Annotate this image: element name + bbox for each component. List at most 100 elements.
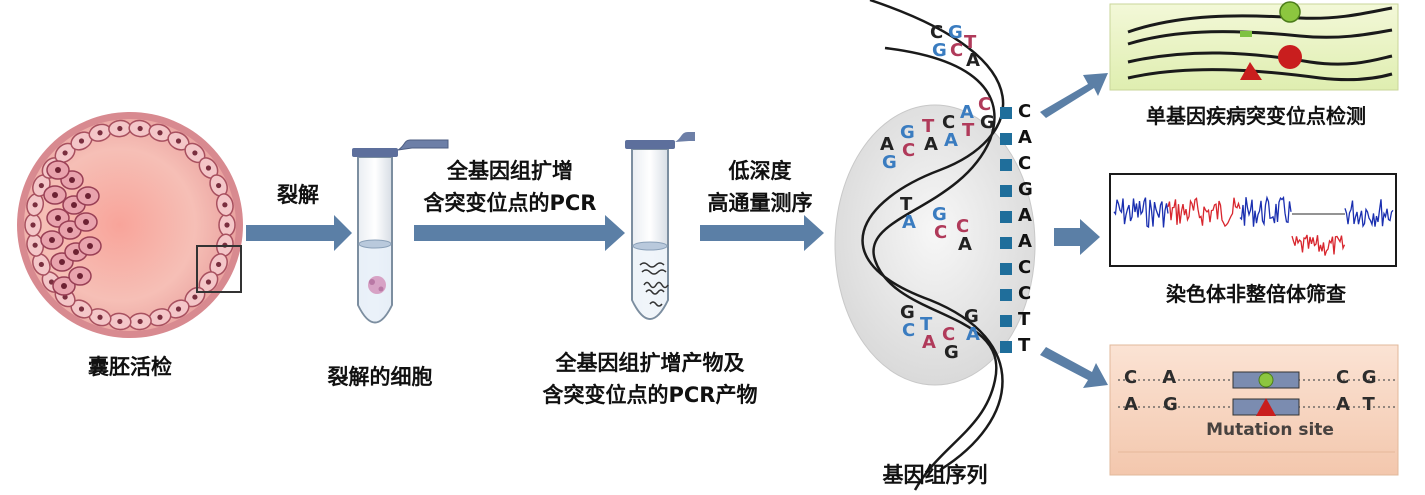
sequence-base-letter: C: [1018, 283, 1032, 304]
cell-nucleus: [192, 150, 198, 156]
helix-base: A: [922, 332, 936, 353]
sequence-base-letter: A: [1018, 231, 1032, 252]
helix-base: A: [966, 50, 980, 71]
cell-nucleus: [62, 294, 68, 300]
sequence-marker: [1000, 133, 1012, 145]
helix-base: G: [944, 342, 959, 363]
arrow-to-amplify: [414, 215, 625, 251]
cell-nucleus: [216, 261, 222, 268]
helix-base: G: [882, 152, 897, 173]
helix-base: C: [978, 94, 991, 115]
mutation-site-text: Mutation site: [1206, 420, 1334, 440]
sequence-base-letter: A: [1018, 127, 1032, 148]
cell-nucleus: [38, 182, 44, 189]
align-row2-left: A G: [1124, 394, 1178, 415]
helix-base: C: [930, 22, 943, 43]
helix-base: C: [902, 140, 915, 161]
cell-nucleus: [69, 177, 75, 183]
biopsy-box: [196, 245, 242, 293]
cnv-segment: [1291, 234, 1346, 256]
cell-nucleus: [55, 215, 61, 221]
helix-base: A: [902, 212, 916, 233]
cnv-segment: [1167, 197, 1241, 228]
align-row1-left: C A: [1124, 367, 1177, 388]
helix-base: T: [962, 120, 975, 141]
sequence-base-letter: G: [1018, 179, 1033, 200]
sequence-base-letter: T: [1018, 335, 1031, 356]
lysis-tube: [352, 139, 449, 324]
align-row1-right: C G: [1336, 367, 1377, 388]
cell-nucleus: [175, 306, 182, 312]
sequencing-label-line2: 高通量测序: [707, 191, 813, 215]
cell-nucleus: [224, 222, 230, 228]
cnv-segment: [1239, 195, 1292, 227]
sequence-read-markers: [1000, 107, 1012, 353]
sequence-base-letter: T: [1018, 309, 1031, 330]
helix-base: G: [948, 22, 963, 43]
cell-nucleus: [216, 182, 222, 189]
helix-base: A: [944, 130, 958, 151]
blastocyst-illustration: [17, 112, 243, 338]
cell-nucleus: [137, 125, 143, 132]
cell-nucleus: [61, 283, 67, 289]
cell-nucleus: [32, 202, 38, 208]
sequence-marker: [1000, 107, 1012, 119]
cell-nucleus: [205, 279, 212, 285]
cell-nucleus: [97, 314, 103, 320]
cnv-segment: [1113, 197, 1169, 229]
helix-base: C: [956, 216, 969, 237]
helix-base: G: [964, 306, 979, 327]
cell-nucleus: [117, 318, 123, 325]
sequence-marker: [1000, 237, 1012, 249]
cell-nucleus: [87, 243, 93, 249]
sequence-base-letter: C: [1018, 101, 1032, 122]
inner-cell-mass: [40, 160, 102, 296]
cell-nucleus: [77, 273, 83, 279]
genome-sequence-label: 基因组序列: [882, 463, 988, 487]
cell-nucleus: [59, 259, 65, 265]
helix-base: C: [942, 324, 955, 345]
cell-nucleus: [137, 318, 143, 325]
helix-base: G: [932, 204, 947, 225]
sequence-base-letter: A: [1018, 205, 1032, 226]
helix-base: A: [958, 234, 972, 255]
helix-base: A: [966, 324, 980, 345]
sequence-marker: [1000, 289, 1012, 301]
cell-nucleus: [62, 150, 68, 156]
aneuploidy-label: 染色体非整倍体筛查: [1166, 282, 1346, 306]
cell-nucleus: [52, 192, 58, 198]
helix-base: A: [924, 134, 938, 155]
lysed-cells-label: 裂解的细胞: [327, 365, 433, 389]
sequence-base-letter: C: [1018, 153, 1032, 174]
products-label-line2: 含突变位点的PCR产物: [542, 383, 758, 407]
cell-nucleus: [157, 130, 163, 136]
sequence-marker: [1000, 315, 1012, 327]
cell-nucleus: [73, 249, 79, 255]
cell-nucleus: [192, 294, 198, 300]
arrow-to-single-gene: [1040, 73, 1108, 118]
cell-nucleus: [55, 167, 61, 173]
helix-base: A: [960, 102, 974, 123]
cnv-signal-plot: [1113, 195, 1394, 256]
helix-base: C: [942, 112, 955, 133]
cell-nucleus: [83, 219, 89, 225]
cell-nucleus: [67, 227, 73, 233]
single-gene-label: 单基因疾病突变位点检测: [1146, 104, 1366, 128]
helix-base: T: [964, 32, 977, 53]
arrow-to-aneuploidy: [1054, 219, 1100, 255]
arrow-to-sequencing: [700, 215, 824, 251]
arrow-to-lysis: [246, 215, 352, 251]
sequence-marker: [1000, 185, 1012, 197]
cell-nucleus: [30, 222, 36, 228]
sequence-marker: [1000, 211, 1012, 223]
amplify-label-line2: 含突变位点的PCR: [423, 191, 597, 215]
helix-base: T: [900, 194, 913, 215]
helix-base: A: [880, 134, 894, 155]
cell-nucleus: [222, 202, 228, 208]
sequencing-label-line1: 低深度: [728, 159, 792, 183]
amplification-tube: [625, 132, 695, 320]
cell-nucleus: [85, 193, 91, 199]
cell-nucleus: [49, 237, 55, 243]
